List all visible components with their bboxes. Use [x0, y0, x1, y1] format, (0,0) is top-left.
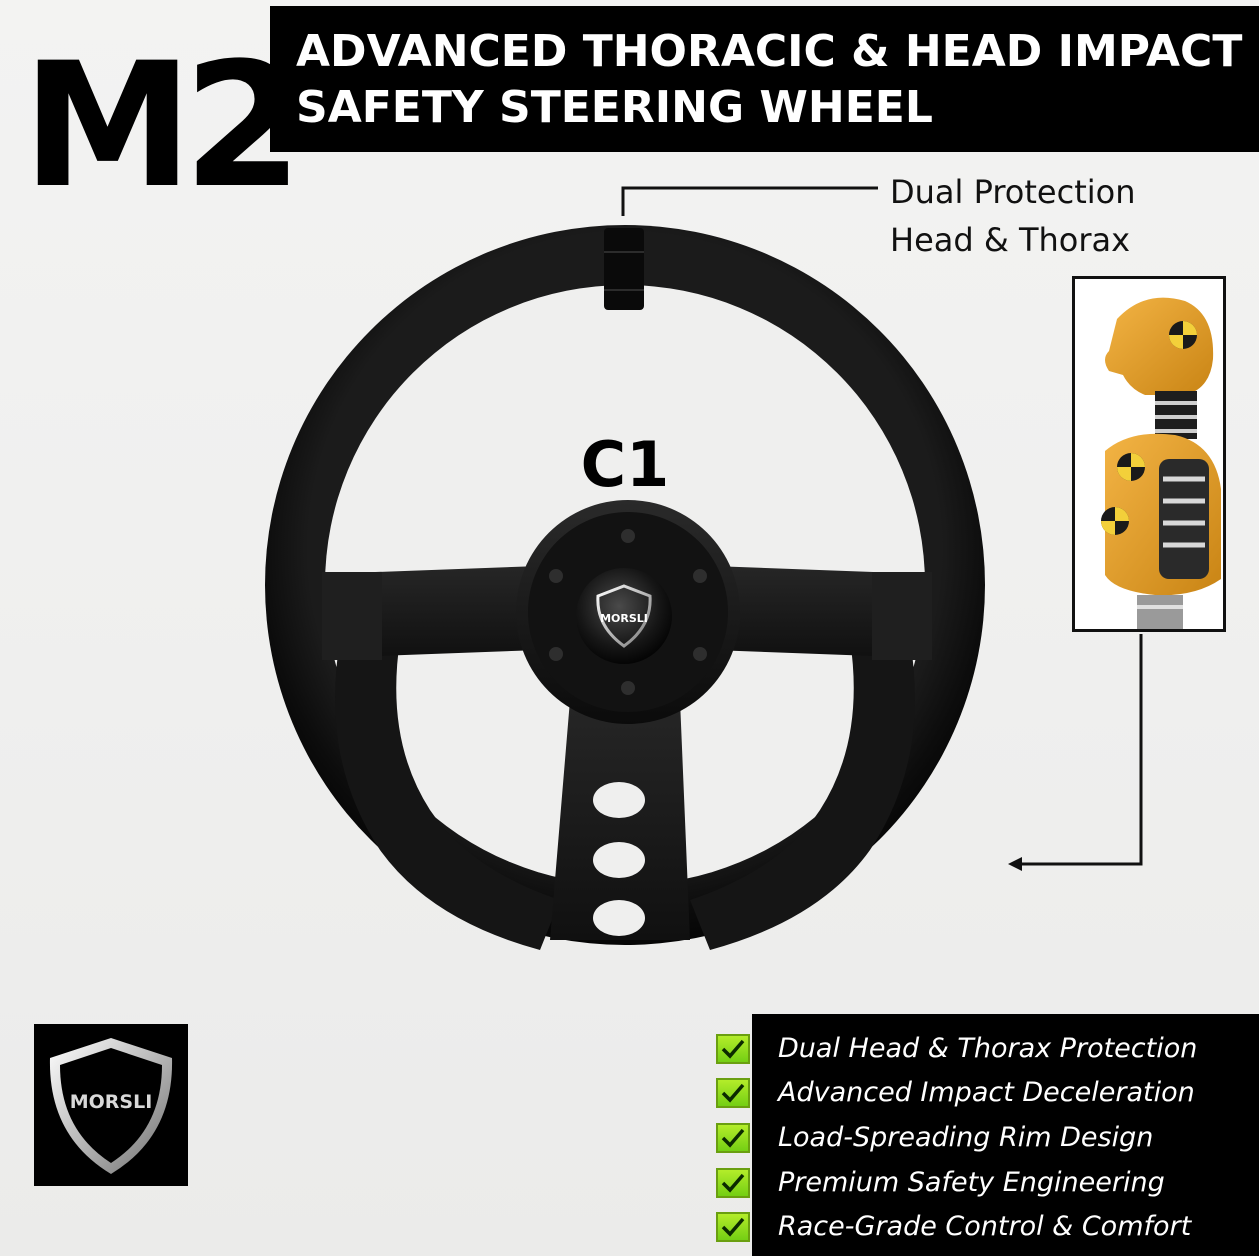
feature-text: Advanced Impact Deceleration [778, 1077, 1195, 1109]
feature-item: Race-Grade Control & Comfort [752, 1204, 1259, 1249]
callout-text: Dual Protection Head & Thorax [890, 168, 1135, 264]
callout-leader-line [621, 186, 878, 216]
arrow-connector [1016, 634, 1143, 866]
check-icon [716, 1078, 750, 1108]
feature-item: Premium Safety Engineering [752, 1160, 1259, 1205]
callout-line-2: Head & Thorax [890, 221, 1131, 259]
check-icon [716, 1168, 750, 1198]
horn-shield-icon [596, 584, 652, 648]
feature-text: Race-Grade Control & Comfort [778, 1211, 1192, 1243]
feature-item: Load-Spreading Rim Design [752, 1115, 1259, 1160]
feature-item: Dual Head & Thorax Protection [752, 1026, 1259, 1071]
feature-item: Advanced Impact Deceleration [752, 1071, 1259, 1116]
callout-line-1: Dual Protection [890, 173, 1136, 211]
wheel-spokes [322, 566, 932, 940]
check-icon [716, 1034, 750, 1064]
title-line-1: ADVANCED THORACIC & HEAD IMPACT [296, 26, 1243, 77]
feature-text: Premium Safety Engineering [778, 1166, 1165, 1198]
hub-brand-text: MORSLI [600, 612, 648, 625]
crash-test-dummy-icon [1101, 297, 1221, 629]
feature-text: Load-Spreading Rim Design [778, 1121, 1154, 1153]
wheel-hub [516, 500, 740, 724]
arrow-head-icon [1008, 857, 1022, 871]
brand-logo: MORSLI [34, 1024, 188, 1186]
feature-text: Dual Head & Thorax Protection [778, 1032, 1198, 1064]
product-label: C1 [581, 428, 670, 501]
title-line-2: SAFETY STEERING WHEEL [296, 82, 933, 133]
shield-icon: MORSLI [49, 1038, 173, 1174]
check-icon [716, 1123, 750, 1153]
title-banner: ADVANCED THORACIC & HEAD IMPACT SAFETY S… [270, 6, 1259, 152]
crash-test-dummy-panel [1072, 276, 1226, 632]
check-icon [716, 1212, 750, 1242]
feature-list: Dual Head & Thorax Protection Advanced I… [752, 1014, 1259, 1256]
model-code: M2 [22, 25, 303, 226]
brand-logo-text: MORSLI [70, 1091, 153, 1113]
